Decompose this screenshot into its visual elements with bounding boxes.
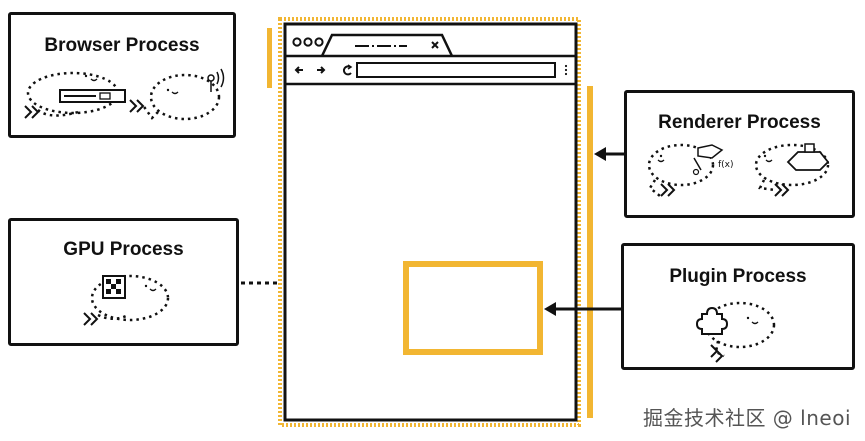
forward-arrow-icon [317, 66, 326, 74]
window-dot-icon [292, 37, 302, 47]
plugin-process-box: Plugin Process [621, 243, 855, 370]
gpu-process-title: GPU Process [63, 239, 184, 260]
window-dot-icon [314, 37, 324, 47]
svg-text:f(x): f(x) [718, 160, 734, 170]
car-character-icon [754, 143, 830, 197]
plugin-area [403, 261, 543, 355]
toolbar [285, 62, 576, 86]
gpu-process-box: GPU Process [8, 218, 239, 346]
tab-close-icon [431, 41, 439, 49]
renderer-character-icon: f(x) [647, 143, 734, 197]
antenna-character-icon [129, 68, 225, 121]
plugin-process-title: Plugin Process [669, 266, 807, 287]
browser-tab [320, 33, 454, 57]
renderer-process-title: Renderer Process [658, 112, 821, 133]
menu-icon [564, 64, 568, 76]
plugin-arrow [544, 302, 621, 316]
renderer-arrow [594, 147, 624, 161]
window-dot-icon [303, 37, 313, 47]
reload-icon [342, 65, 352, 76]
browser-ui-bar [267, 28, 272, 88]
browser-character-icon [24, 71, 126, 119]
address-bar [356, 62, 556, 78]
browser-process-box: Browser Process [8, 12, 236, 138]
browser-window-highlight [278, 17, 581, 427]
tab-strip [285, 33, 576, 58]
renderer-content-bar [587, 86, 593, 418]
plugin-character-icon [695, 301, 776, 363]
gpu-character-icon [83, 274, 170, 326]
watermark-text: 掘金技术社区 @ lneoi [642, 406, 851, 430]
renderer-process-box: Renderer Process [624, 90, 855, 218]
browser-process-title: Browser Process [44, 35, 200, 56]
back-arrow-icon [294, 66, 303, 74]
